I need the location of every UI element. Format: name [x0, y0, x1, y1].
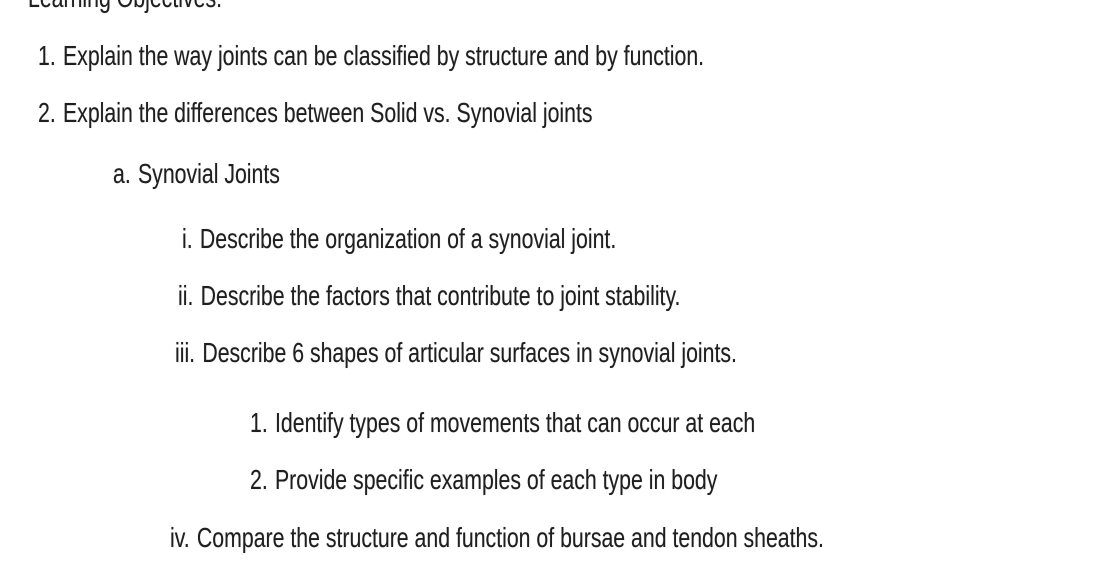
list-item-iii-1: 1.Identify types of movements that can o… [250, 409, 915, 437]
list-item-text: Explain the way joints can be classified… [62, 40, 705, 71]
list-item-iii: iii. Describe 6 shapes of articular surfa… [175, 339, 914, 367]
list-item-text: Provide specific examples of each type i… [274, 464, 718, 495]
list-item-1: 1.Explain the way joints can be classifi… [38, 42, 914, 70]
list-marker: 2. [250, 464, 268, 495]
list-marker: iii. [175, 337, 196, 368]
list-item-text: Explain the differences between Solid vs… [62, 97, 593, 128]
list-item-a: a.Synovial Joints [113, 160, 333, 188]
list-marker: 1. [250, 407, 268, 438]
list-item-iv: iv. Compare the structure and function of… [170, 524, 1030, 552]
list-item-text: Compare the structure and function of bu… [196, 522, 824, 553]
list-item-text: Describe 6 shapes of articular surfaces … [202, 337, 737, 368]
list-marker: a. [113, 158, 131, 189]
list-item-text: Describe the organization of a synovial … [199, 223, 617, 254]
list-item-text: Identify types of movements that can occ… [274, 407, 756, 438]
page-title: Learning Objectives: [28, 0, 283, 12]
list-marker: i. [182, 223, 193, 254]
list-item-text: Synovial Joints [137, 158, 280, 189]
list-item-iii-2: 2.Provide specific examples of each type… [250, 466, 865, 494]
list-marker: ii. [178, 280, 194, 311]
list-item-i: i.Describe the organization of a synovia… [182, 225, 753, 253]
list-marker: iv. [170, 522, 190, 553]
list-item-2: 2.Explain the differences between Solid … [38, 99, 768, 127]
list-item-ii: ii. Describe the factors that contribute … [178, 282, 839, 310]
list-marker: 2. [38, 97, 56, 128]
list-item-text: Describe the factors that contribute to … [200, 280, 681, 311]
list-marker: 1. [38, 40, 56, 71]
